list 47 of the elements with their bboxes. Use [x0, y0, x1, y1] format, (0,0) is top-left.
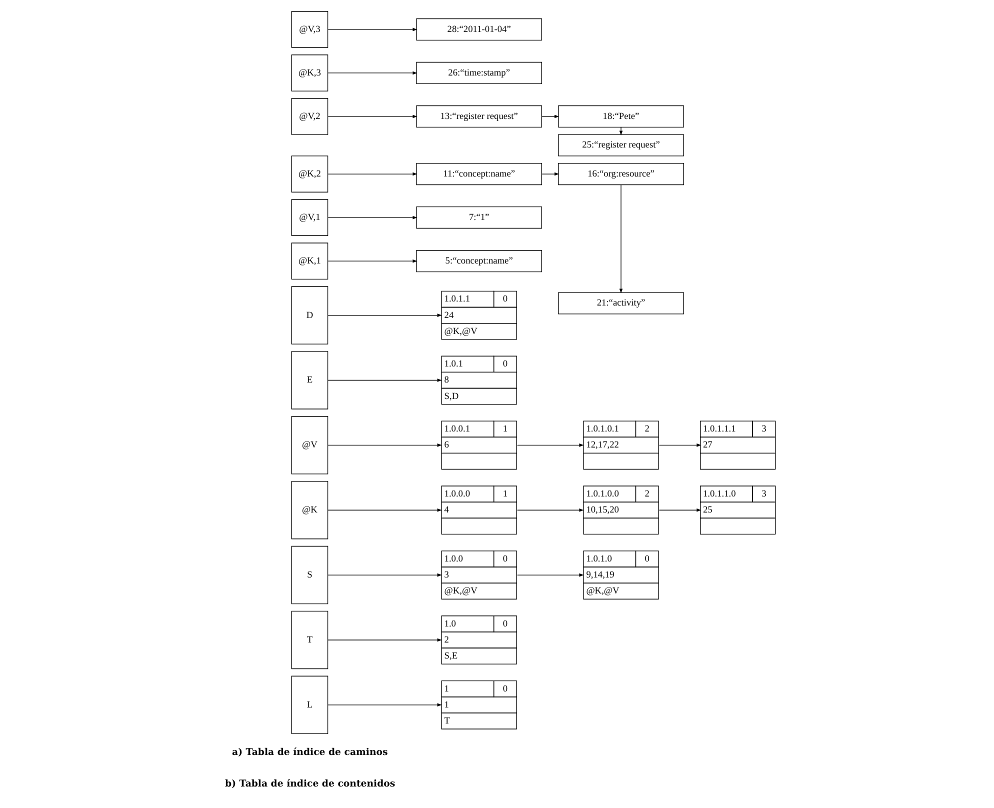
arrow: [516, 444, 584, 447]
arrow: [327, 259, 417, 263]
arrow: [658, 508, 701, 512]
node-box: 21:“activity”: [558, 292, 684, 314]
arrow: [327, 703, 442, 707]
arrow: [327, 444, 442, 447]
label: a) Tabla de índice de caminos: [232, 746, 388, 758]
arrow: [327, 638, 442, 642]
node-box: 26:“time:stamp”: [416, 62, 542, 84]
arrow: [327, 216, 417, 220]
node-box: 7:“1”: [416, 206, 542, 229]
arrow: [516, 508, 584, 512]
node-box: S: [290, 546, 328, 604]
node-box: @V: [290, 416, 328, 474]
node-box: D: [290, 286, 328, 344]
arrow: [327, 28, 417, 32]
label: b) Tabla de índice de contenidos: [224, 778, 395, 790]
arrow: [618, 184, 622, 294]
arrow: [327, 378, 442, 382]
arrow: [327, 172, 417, 176]
node-box: @K,3: [290, 54, 328, 92]
node-box: 18:“Pete”: [558, 105, 684, 128]
node-box: 13:“register request”: [416, 105, 542, 128]
node-box: 28:“2011-01-04”: [416, 18, 542, 40]
arrow: [327, 573, 442, 577]
arrow: [327, 71, 417, 75]
node-box: 5:“concept:name”: [416, 250, 542, 272]
node-box: @K,2: [290, 156, 328, 192]
node-box: T: [290, 610, 328, 670]
node-box: @K,1: [290, 242, 328, 280]
node-box: @K: [290, 480, 328, 540]
arrow: [327, 114, 417, 118]
node-box: 25:“register request”: [558, 134, 684, 156]
node-box: @V,1: [290, 199, 328, 236]
arrow: [327, 508, 442, 512]
arrow: [327, 314, 442, 317]
node-box: 11:“concept:name”: [416, 163, 542, 186]
node-box: L: [290, 676, 328, 734]
node-box: E: [290, 351, 328, 410]
node-box: 16:“org:resource”: [558, 163, 684, 186]
node-box: @V,2: [290, 98, 328, 135]
arrow: [618, 127, 622, 136]
arrow: [658, 444, 701, 447]
arrow: [541, 172, 559, 176]
arrow: [516, 573, 584, 577]
node-box: @V,3: [290, 11, 328, 48]
arrow: [541, 114, 559, 118]
